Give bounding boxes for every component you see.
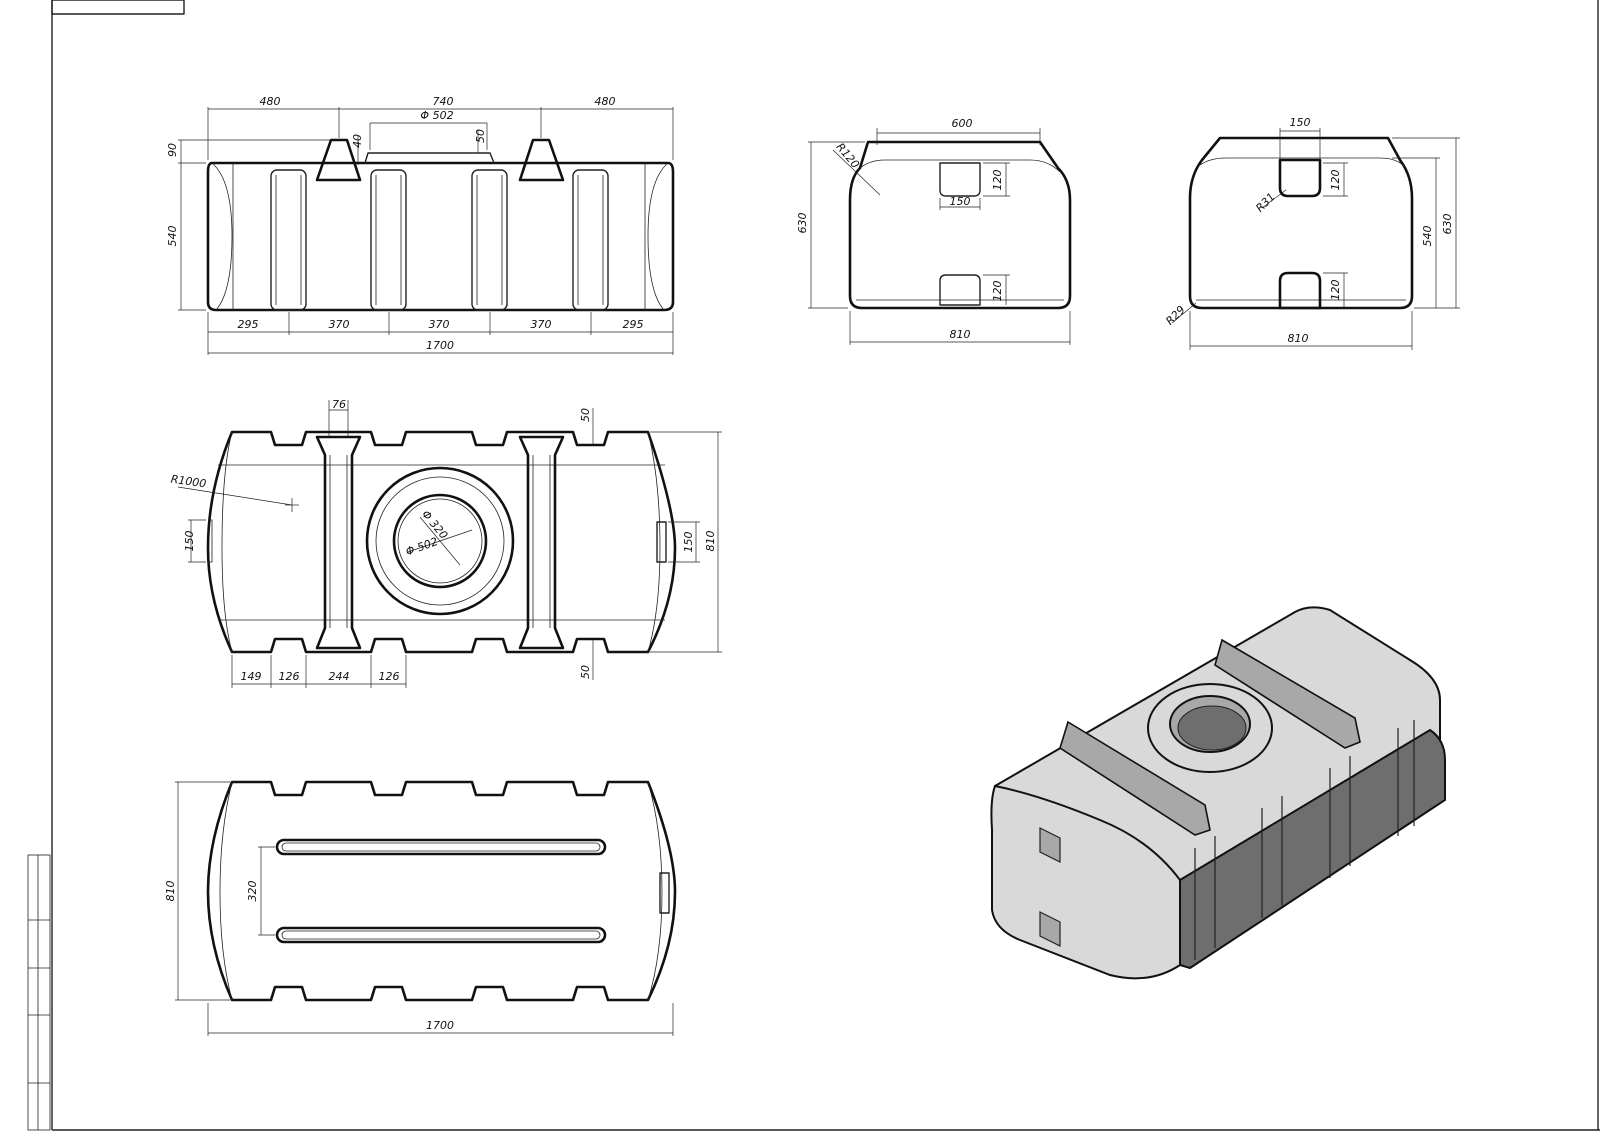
dim-diameter-502: Φ 502 — [404, 535, 440, 559]
dim-630: 630 — [1441, 214, 1454, 235]
dim-630: 630 — [796, 213, 809, 234]
iso-end-recess-top — [1039, 827, 1061, 863]
dim-600: 600 — [952, 117, 973, 130]
iso-end-recess-bottom — [1039, 911, 1061, 947]
dim-1700: 1700 — [426, 339, 454, 352]
dim-r29: R29 — [1163, 303, 1187, 327]
dim-126-b: 126 — [379, 670, 400, 683]
dim-50: 50 — [474, 129, 487, 143]
side-view-left: 600 R120 630 120 150 120 810 — [796, 117, 1072, 345]
dim-150-right: 150 — [682, 532, 695, 553]
side-view-right: 150 R31 120 540 630 120 R29 810 — [1163, 116, 1460, 350]
iso-neck-opening — [1177, 705, 1247, 751]
dim-40: 40 — [351, 134, 364, 148]
dim-r1000: R1000 — [170, 473, 207, 491]
dim-810: 810 — [704, 531, 717, 552]
sheet-frame — [27, 0, 1600, 1131]
dim-120-top: 120 — [991, 170, 1004, 191]
dim-90: 90 — [166, 143, 179, 157]
dim-540: 540 — [1421, 226, 1434, 247]
dim-150-left: 150 — [183, 531, 196, 552]
dim-150: 150 — [1290, 116, 1311, 129]
dim-r120: R120 — [833, 141, 861, 171]
dim-120-bottom: 120 — [991, 281, 1004, 302]
dim-244: 244 — [329, 670, 350, 683]
dim-320: 320 — [246, 881, 259, 902]
dim-150: 150 — [950, 195, 971, 208]
iso-side-face — [1179, 728, 1446, 970]
dim-810: 810 — [950, 328, 971, 341]
dim-540: 540 — [166, 226, 179, 247]
iso-handle-back — [1214, 638, 1361, 749]
dim-r31: R31 — [1253, 190, 1277, 214]
dim-480-left: 480 — [260, 95, 281, 108]
iso-end-face — [990, 784, 1181, 980]
dim-149: 149 — [241, 670, 262, 683]
dim-295-left: 295 — [238, 318, 259, 331]
isometric-view — [990, 606, 1446, 980]
dim-810: 810 — [164, 881, 177, 902]
dim-295-right: 295 — [623, 318, 644, 331]
dim-50-bottom: 50 — [579, 665, 592, 679]
dim-740: 740 — [433, 95, 454, 108]
dim-120-bottom: 120 — [1329, 280, 1342, 301]
dim-480-right: 480 — [595, 95, 616, 108]
iso-handle-front — [1059, 720, 1211, 836]
dim-1700: 1700 — [426, 1019, 454, 1032]
dim-50-top: 50 — [579, 408, 592, 422]
dim-diameter-502: Φ 502 — [420, 109, 453, 122]
dim-370-a: 370 — [329, 318, 350, 331]
dim-76: 76 — [332, 398, 346, 411]
dim-810: 810 — [1288, 332, 1309, 345]
top-view: 76 50 R1000 150 Φ 320 Φ 502 150 810 149 … — [170, 398, 722, 688]
dim-370-b: 370 — [429, 318, 450, 331]
dim-126-a: 126 — [279, 670, 300, 683]
front-view: 480 740 480 Φ 502 50 40 90 540 295 370 3… — [166, 95, 675, 355]
iso-side-ribs — [1194, 720, 1415, 960]
dim-120-top: 120 — [1329, 170, 1342, 191]
dim-370-c: 370 — [531, 318, 552, 331]
bottom-view: 320 810 1700 — [164, 780, 677, 1036]
